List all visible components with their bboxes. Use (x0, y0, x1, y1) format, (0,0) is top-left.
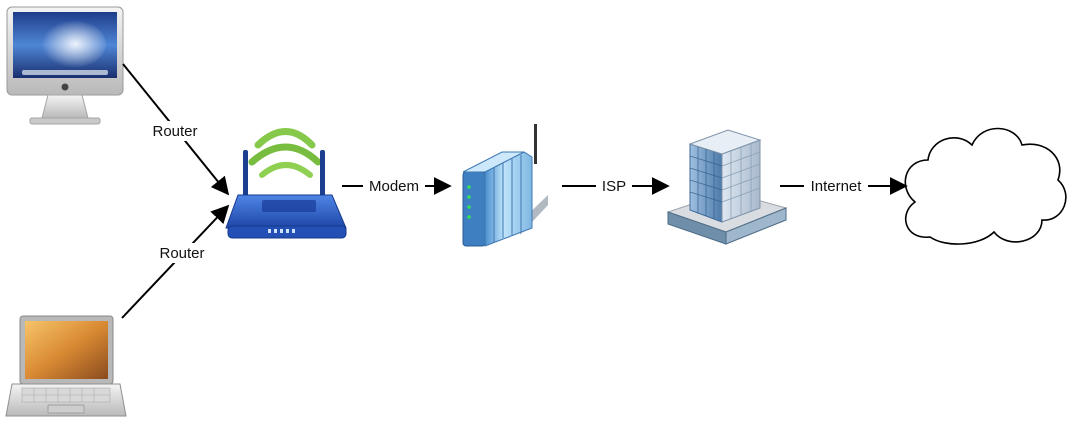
edge-desktop-router: Router (122, 63, 230, 196)
cloud-icon (904, 127, 1067, 245)
edge-label: Router (152, 123, 197, 140)
edge-label: ISP (602, 178, 626, 195)
edge-modem-isp: ISP (562, 176, 670, 196)
edge-label: Router (159, 245, 204, 262)
edge-isp-internet: Internet (780, 176, 908, 196)
edge-laptop-router: Router (121, 204, 230, 319)
wireless-router-icon (225, 128, 347, 239)
office-building-icon (666, 129, 788, 245)
edge-router-modem: Modem (342, 176, 452, 196)
laptop-icon (5, 315, 127, 417)
modem-icon (462, 124, 548, 247)
desktop-computer-icon (6, 6, 124, 125)
edge-label: Modem (369, 178, 419, 195)
edge-label: Internet (811, 178, 863, 195)
